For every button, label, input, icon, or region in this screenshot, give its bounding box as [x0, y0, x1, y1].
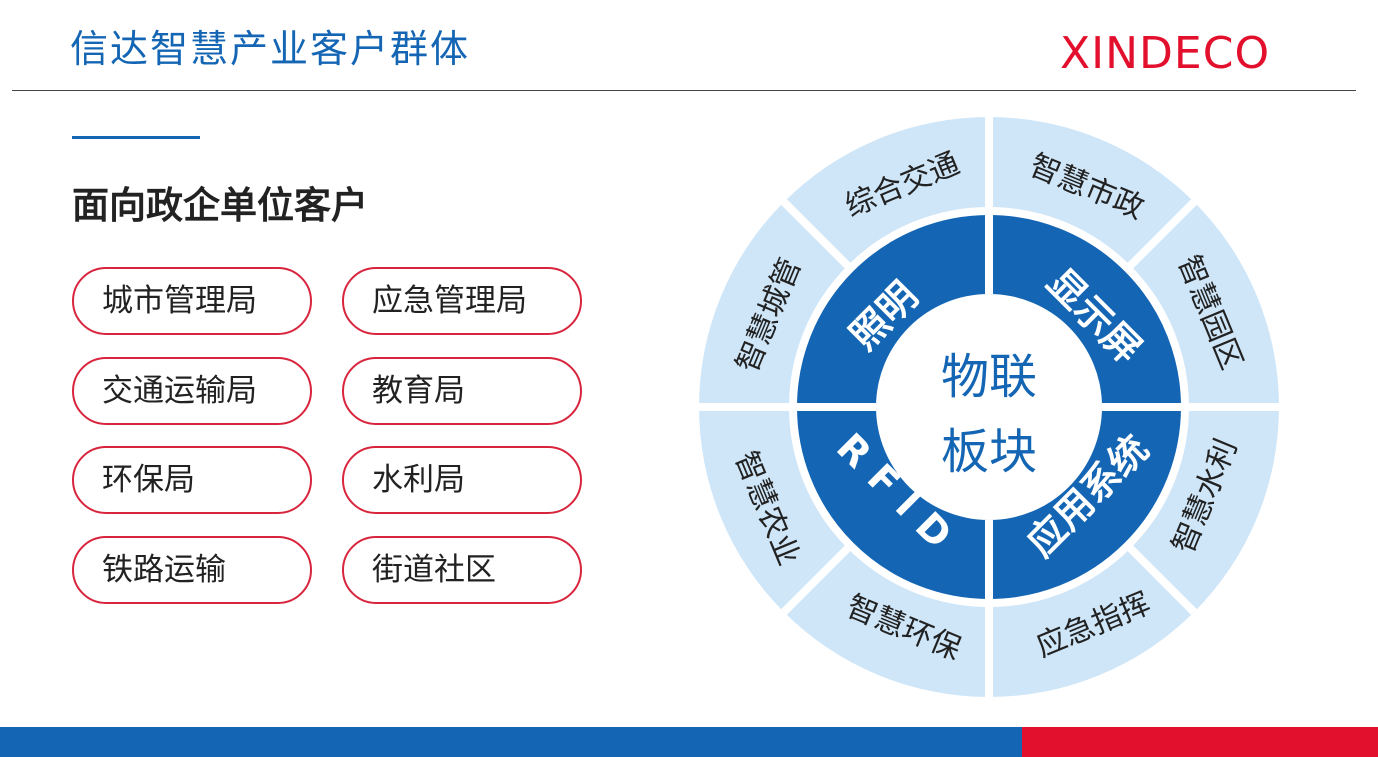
center-label-line1: 物联 [941, 349, 1037, 405]
customer-pill: 城市管理局 [72, 267, 312, 335]
customer-pill: 教育局 [342, 357, 582, 425]
center-label-line2: 板块 [941, 424, 1037, 480]
customer-pill: 铁路运输 [72, 536, 312, 604]
section-heading: 面向政企单位客户 [72, 184, 368, 227]
xindeco-logo: XINDECO [1060, 28, 1270, 79]
outer-dividers [699, 117, 1279, 697]
center-circle [876, 294, 1102, 520]
logo-text: XINDECO [1060, 28, 1270, 79]
header-divider [12, 90, 1356, 91]
page-title: 信达智慧产业客户群体 [70, 27, 471, 71]
inner-dividers [793, 211, 1185, 603]
footer-band-blue [0, 727, 1022, 757]
footer-band-red [1022, 727, 1378, 757]
customer-pill: 交通运输局 [72, 357, 312, 425]
accent-bar [72, 136, 200, 139]
customer-pill: 环保局 [72, 446, 312, 514]
customer-pill: 水利局 [342, 446, 582, 514]
customer-pill: 应急管理局 [342, 267, 582, 335]
customer-pill: 街道社区 [342, 536, 582, 604]
